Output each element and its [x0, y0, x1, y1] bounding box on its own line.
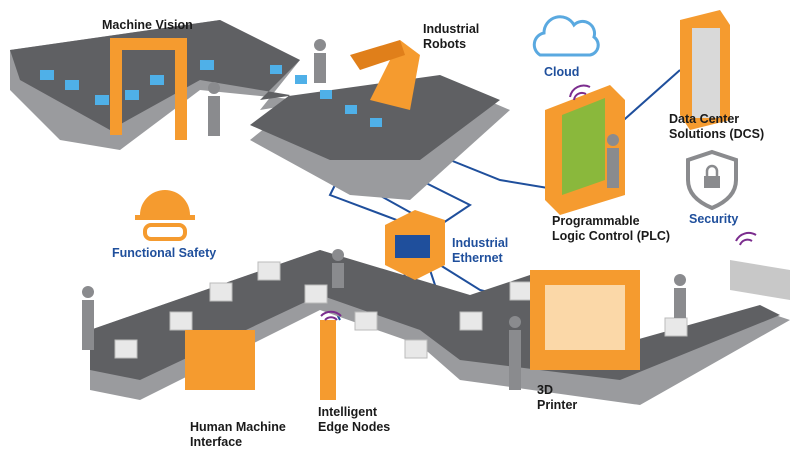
label-cloud: Cloud — [544, 65, 580, 79]
top-conveyor — [10, 20, 510, 200]
bottom-conveyor — [90, 250, 790, 405]
label-plc: Programmable Logic Control (PLC) — [552, 214, 671, 243]
data-center-rack — [680, 10, 730, 130]
wifi-icon — [320, 84, 757, 321]
label-data-center: Data Center Solutions (DCS) — [669, 112, 765, 141]
hard-hat-safety-icon — [135, 190, 195, 241]
label-industrial-ethernet: Industrial Ethernet — [452, 236, 509, 265]
label-machine-vision: Machine Vision — [102, 18, 193, 32]
label-functional-safety: Functional Safety — [112, 246, 217, 260]
workers — [82, 39, 686, 390]
label-industrial-robots: Industrial Robots — [423, 22, 480, 51]
label-3d-printer: 3D Printer — [537, 383, 578, 412]
shield-lock-icon — [686, 149, 738, 211]
label-edge-nodes: Intelligent Edge Nodes — [318, 405, 391, 434]
ethernet-port-icon — [385, 210, 445, 280]
plc-cabinet — [545, 85, 625, 215]
label-security: Security — [689, 212, 739, 226]
cloud-icon — [532, 15, 600, 57]
label-hmi: Human Machine Interface — [190, 420, 286, 449]
